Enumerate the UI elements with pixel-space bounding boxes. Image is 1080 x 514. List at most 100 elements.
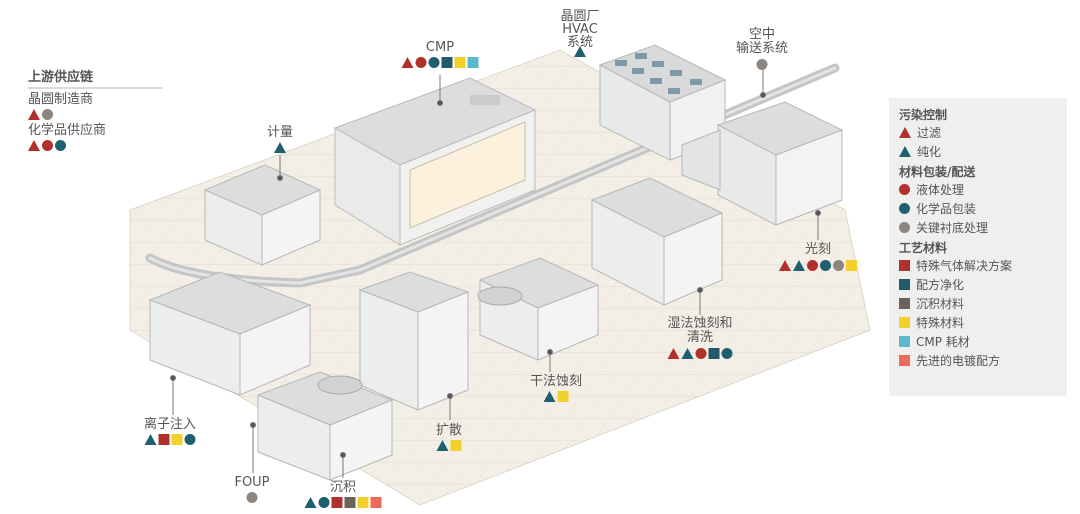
specialty-material-icon	[899, 317, 910, 328]
station-icons-wet-etch	[667, 348, 733, 359]
station-icons-deposition	[304, 497, 382, 508]
substrate-handling-icon	[899, 222, 910, 233]
legend-item: 特殊材料	[899, 313, 1057, 332]
legend-item-label: CMP 耗材	[916, 335, 970, 349]
legend-item-label: 化学品包装	[916, 202, 977, 216]
square-icon	[846, 260, 857, 271]
plating-formulation-icon	[899, 355, 910, 366]
legend-item-label: 特殊材料	[916, 316, 965, 330]
triangle-icon	[436, 440, 449, 451]
circle-icon	[721, 348, 733, 359]
formulation-purification-icon	[899, 279, 910, 290]
legend-item-label: 液体处理	[916, 183, 965, 197]
square-icon	[441, 57, 453, 68]
legend-item-label: 纯化	[917, 145, 942, 159]
circle-icon	[428, 57, 440, 68]
legend-item-label: 过滤	[917, 126, 942, 140]
station-icons-hvac	[574, 46, 586, 57]
upstream-title: 上游供应链	[28, 66, 163, 89]
upstream-item-wafer-maker: 晶圆制造商	[28, 92, 94, 107]
station-label-cmp: CMP	[425, 40, 455, 55]
legend-section-title: 污染控制	[899, 108, 948, 122]
legend-panel: 污染控制 过滤 纯化 材料包装/配送 液体处理 化学品包装 关键衬底处理 工艺材…	[889, 98, 1067, 396]
upstream-item-chemical-supplier: 化学品供应商	[28, 123, 107, 138]
chemical-packaging-icon	[899, 203, 910, 214]
upstream-icons	[28, 109, 163, 120]
triangle-icon	[681, 348, 694, 359]
station-label-ion-implant: 离子注入	[143, 417, 197, 432]
station-icons-diffusion	[436, 440, 462, 451]
legend-item: 先进的电镀配方	[899, 351, 1057, 370]
triangle-icon	[667, 348, 680, 359]
triangle-icon	[401, 57, 414, 68]
station-icons-cmp	[401, 57, 479, 68]
square-icon	[467, 57, 479, 68]
legend-item: CMP 耗材	[899, 332, 1057, 351]
circle-icon	[42, 109, 53, 120]
square-icon	[357, 497, 369, 508]
square-icon	[171, 434, 183, 445]
diffusion-tool	[358, 271, 470, 411]
triangle-icon	[574, 46, 586, 57]
circle-icon	[318, 497, 330, 508]
upstream-icons	[28, 140, 163, 151]
station-label-dry-etch: 干法蚀刻	[529, 374, 583, 389]
station-label-hvac: 晶圆厂 HVAC 系统	[560, 9, 600, 50]
purification-icon	[899, 146, 911, 157]
station-icons-litho	[779, 260, 857, 271]
square-icon	[454, 57, 466, 68]
circle-icon	[415, 57, 427, 68]
station-label-wet-etch: 湿法蚀刻和 清洗	[667, 316, 733, 345]
legend-item: 纯化	[899, 142, 1057, 161]
legend-item: 关键衬底处理	[899, 218, 1057, 237]
square-icon	[370, 497, 382, 508]
legend-item-label: 关键衬底处理	[916, 221, 989, 235]
legend-item: 沉积材料	[899, 294, 1057, 313]
upstream-supply-chain: 上游供应链 晶圆制造商 化学品供应商	[28, 66, 163, 151]
station-label-amhs: 空中 输送系统	[735, 27, 789, 56]
circle-icon	[820, 260, 831, 271]
station-label-metrology: 计量	[266, 125, 294, 140]
circle-icon	[695, 348, 707, 359]
station-icons-dry-etch	[543, 391, 569, 402]
triangle-icon	[274, 142, 286, 153]
legend-item-label: 先进的电镀配方	[916, 354, 1001, 368]
circle-icon	[184, 434, 196, 445]
legend-item-label: 配方净化	[916, 278, 965, 292]
station-icons-metrology	[274, 142, 286, 153]
dry-etch-tool	[477, 257, 600, 361]
legend-item: 特殊气体解决方案	[899, 256, 1057, 275]
circle-icon	[246, 492, 258, 503]
deposition-material-icon	[899, 298, 910, 309]
specialty-gas-icon	[899, 260, 910, 271]
circle-icon	[55, 140, 66, 151]
triangle-icon	[779, 260, 791, 271]
square-icon	[331, 497, 343, 508]
station-label-deposition: 沉积	[329, 480, 357, 495]
square-icon	[158, 434, 170, 445]
legend-item: 化学品包装	[899, 199, 1057, 218]
station-label-litho: 光刻	[804, 242, 832, 257]
square-icon	[557, 391, 569, 402]
legend-item-label: 特殊气体解决方案	[916, 259, 1013, 273]
legend-item: 配方净化	[899, 275, 1057, 294]
triangle-icon	[543, 391, 556, 402]
square-icon	[708, 348, 720, 359]
station-icons-amhs	[756, 59, 768, 70]
station-label-diffusion: 扩散	[435, 423, 463, 438]
circle-icon	[833, 260, 844, 271]
legend-item: 液体处理	[899, 180, 1057, 199]
cmp-consumables-icon	[899, 336, 910, 347]
triangle-icon	[793, 260, 805, 271]
cmp-tool	[333, 77, 537, 246]
station-icons-ion-implant	[144, 434, 196, 445]
legend-section-title: 工艺材料	[899, 241, 948, 255]
metrology-tool	[203, 164, 322, 266]
lithography-tool	[681, 101, 844, 226]
triangle-icon	[144, 434, 157, 445]
station-icons-foup	[246, 492, 258, 503]
filter-icon	[899, 127, 911, 138]
triangle-icon	[28, 140, 40, 151]
circle-icon	[756, 59, 768, 70]
